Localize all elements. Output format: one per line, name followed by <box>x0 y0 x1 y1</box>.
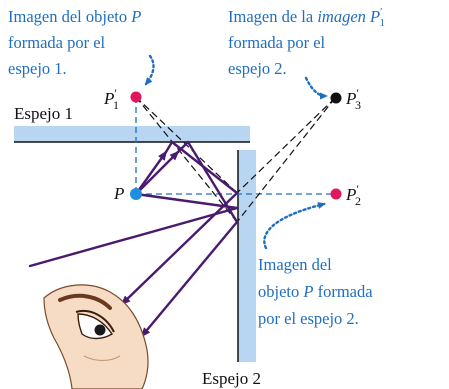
ray-a-reflected-2 <box>120 191 239 306</box>
point-p2 <box>330 188 342 200</box>
svg-text:espejo 2.: espejo 2. <box>228 59 287 78</box>
caption-image-of-image: Imagen de la imagen P′1 formada por el e… <box>228 6 385 78</box>
pointer-arrow-p1 <box>144 54 155 86</box>
svg-text:espejo 1.: espejo 1. <box>8 59 67 78</box>
label-object-p: P <box>113 184 124 203</box>
eyebrow <box>58 293 112 310</box>
label-p3: P′3 <box>345 86 361 112</box>
eye-illustration <box>43 284 149 389</box>
ray-c-reflected <box>28 206 239 268</box>
real-rays <box>28 140 239 338</box>
cheek-line <box>83 355 121 362</box>
mirror-2 <box>237 150 256 362</box>
ray-b-incident-tail <box>176 140 190 154</box>
virtual-ray-2 <box>135 96 238 223</box>
point-object-p <box>130 188 142 200</box>
caption-image-mirror-2: Imagen del objeto P formada por el espej… <box>258 255 373 328</box>
ray-a-incident-tail <box>164 140 174 154</box>
svg-text:Imagen del: Imagen del <box>258 255 332 274</box>
svg-text:formada por el: formada por el <box>8 33 106 52</box>
pointer-arrow-p2 <box>263 202 326 250</box>
mirror-2-surface <box>238 150 256 362</box>
svg-text:por el espejo 2.: por el espejo 2. <box>258 309 359 328</box>
eyelid <box>75 310 115 333</box>
label-p1: P′1 <box>103 86 119 112</box>
point-p1 <box>130 91 142 103</box>
label-p2: P′2 <box>345 182 361 208</box>
svg-text:formada por el: formada por el <box>228 33 326 52</box>
ray-b-reflected-2 <box>140 220 239 338</box>
virtual-ray-3 <box>236 97 336 194</box>
mirror-1 <box>14 126 250 143</box>
ray-b-incident <box>134 150 180 196</box>
point-p3 <box>330 92 342 104</box>
mirror-1-surface <box>14 126 250 142</box>
virtual-rays <box>135 96 336 223</box>
svg-text:Imagen de la imagen P′1: Imagen de la imagen P′1 <box>228 6 385 29</box>
mirror-2-label: Espejo 2 <box>202 369 261 388</box>
caption-image-mirror-1: Imagen del objeto P formada por el espej… <box>8 7 141 78</box>
mirror-1-label: Espejo 1 <box>14 104 73 123</box>
svg-text:objeto P formada: objeto P formada <box>258 282 373 301</box>
ray-a-incident <box>134 150 168 196</box>
ray-c-incident <box>134 192 239 210</box>
ray-b-reflected-1 <box>186 140 239 224</box>
svg-text:Imagen del objeto P: Imagen del objeto P <box>8 7 141 26</box>
eye-pupil <box>94 324 106 336</box>
virtual-ray-4 <box>236 97 336 223</box>
pointer-arrow-p3 <box>304 76 328 100</box>
